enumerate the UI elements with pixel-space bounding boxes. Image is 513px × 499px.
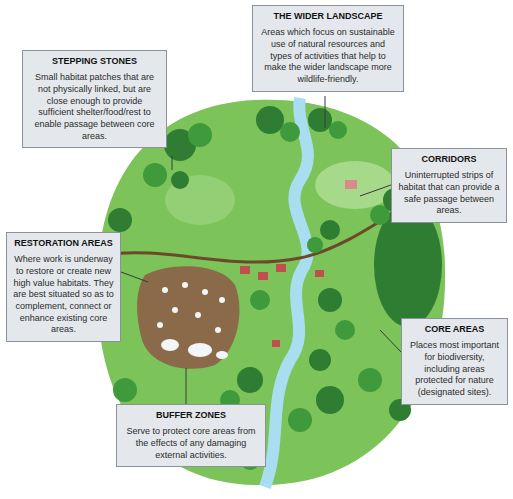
box-heading: RESTORATION AREAS [13,238,114,249]
callout-box: THE WIDER LANDSCAPE Areas which focus on … [252,5,404,92]
callout-box: CORE AREAS Places most important for biod… [401,318,508,405]
box-body: Places most important for biodiversity, … [408,340,501,398]
box-heading: THE WIDER LANDSCAPE [259,11,397,22]
box-heading: BUFFER ZONES [123,410,259,421]
box-heading: STEPPING STONES [29,56,160,67]
box-heading: CORRIDORS [398,154,500,165]
box-body: Areas which focus on sustainable use of … [259,27,397,85]
callout-box: RESTORATION AREAS Where work is underway … [6,232,121,342]
field [315,161,395,209]
trees [108,106,411,470]
restoration-spots [157,282,228,359]
callout-box: STEPPING STONES Small habitat patches tha… [22,50,167,148]
box-body: Where work is underway to restore or cre… [13,254,114,336]
restoration-patch [137,266,239,369]
box-heading: CORE AREAS [408,324,501,335]
callout-box: CORRIDORS Uninterrupted strips of habitat… [391,148,507,223]
callout-box: BUFFER ZONES Serve to protect core areas … [116,404,266,467]
houses [240,180,357,347]
box-body: Uninterrupted strips of habitat that can… [398,170,500,217]
box-body: Serve to protect core areas from the eff… [123,426,259,461]
box-body: Small habitat patches that are not physi… [29,72,160,142]
track [102,185,440,262]
